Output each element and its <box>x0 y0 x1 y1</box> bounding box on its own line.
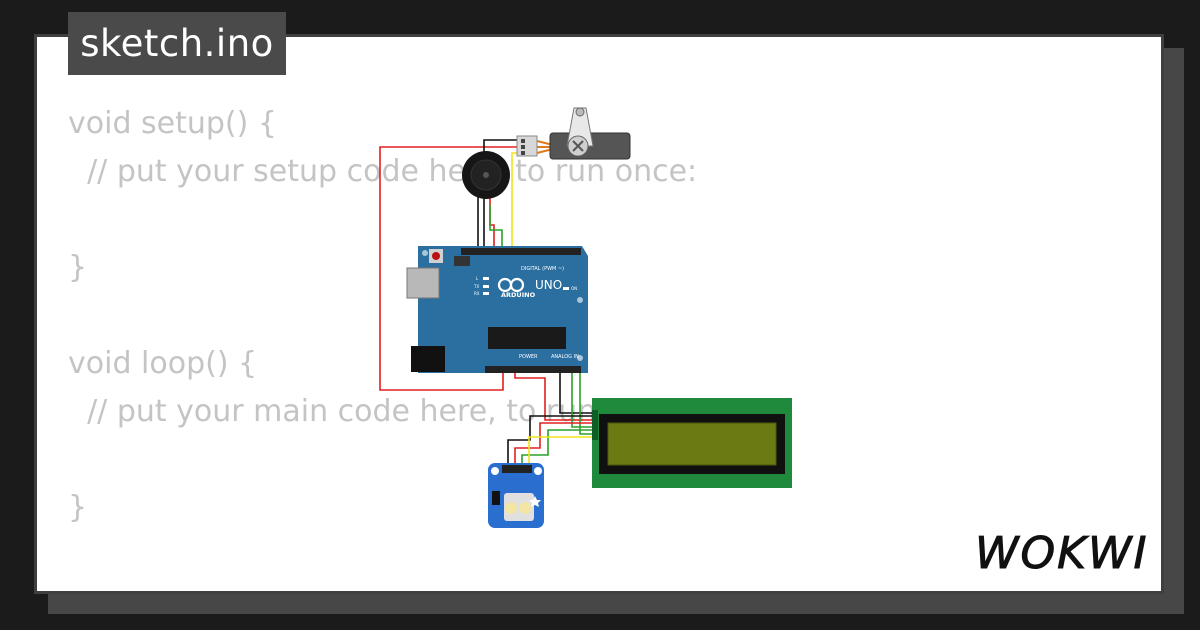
code-line: // put your setup code here, to run once… <box>68 154 698 189</box>
wokwi-logo: WOKWI <box>975 528 1148 576</box>
wire-lcd-scl <box>579 372 595 435</box>
code-line: } <box>68 250 88 285</box>
logo-text: WOKWI <box>975 528 1148 576</box>
arduino-uno-board[interactable]: ARDUINO UNO DIGITAL (PWM ~) POWER ANALOG… <box>406 246 588 373</box>
digital-label: DIGITAL (PWM ~) <box>521 266 564 272</box>
power-analog-header <box>485 366 581 373</box>
wire-rtc-sda <box>521 429 595 465</box>
lcd-display[interactable] <box>592 398 792 488</box>
wire-rtc-gnd <box>507 415 595 465</box>
board-brand: ARDUINO <box>501 291 536 299</box>
wire-lcd-vcc <box>514 372 595 421</box>
wire-lcd-sda <box>571 372 595 428</box>
wire-black-ground <box>483 139 519 250</box>
code-line: void setup() { <box>68 106 277 141</box>
wire-servo-signal <box>511 152 519 250</box>
wire-buzzer-green <box>489 205 503 250</box>
code-line: void loop() { <box>68 346 258 381</box>
code-line: } <box>68 490 88 525</box>
atmega-chip <box>488 327 566 349</box>
buzzer[interactable] <box>462 151 510 199</box>
wire-lcd-gnd <box>559 372 595 414</box>
preview-card <box>34 34 1164 594</box>
analog-label: ANALOG IN <box>551 354 579 360</box>
power-jack <box>411 346 445 372</box>
power-label: POWER <box>519 354 538 360</box>
servo-motor[interactable] <box>516 107 631 160</box>
file-tab[interactable]: sketch.ino <box>68 12 286 75</box>
led-tx-label: TX <box>473 284 479 289</box>
usb-connector <box>406 267 440 299</box>
led-l-label: L <box>476 276 479 281</box>
wires <box>379 139 595 465</box>
rtc-module[interactable] <box>488 463 544 528</box>
wire-rtc-scl <box>528 436 595 465</box>
code-editor: void setup() { // put your setup code he… <box>68 100 775 532</box>
digital-header <box>461 248 581 255</box>
led-rx-label: RX <box>474 291 480 296</box>
wire-red-power <box>379 146 519 391</box>
wire-rtc-vcc <box>514 422 595 465</box>
board-model: UNO <box>535 278 562 292</box>
led-on-label: ON <box>571 286 577 291</box>
